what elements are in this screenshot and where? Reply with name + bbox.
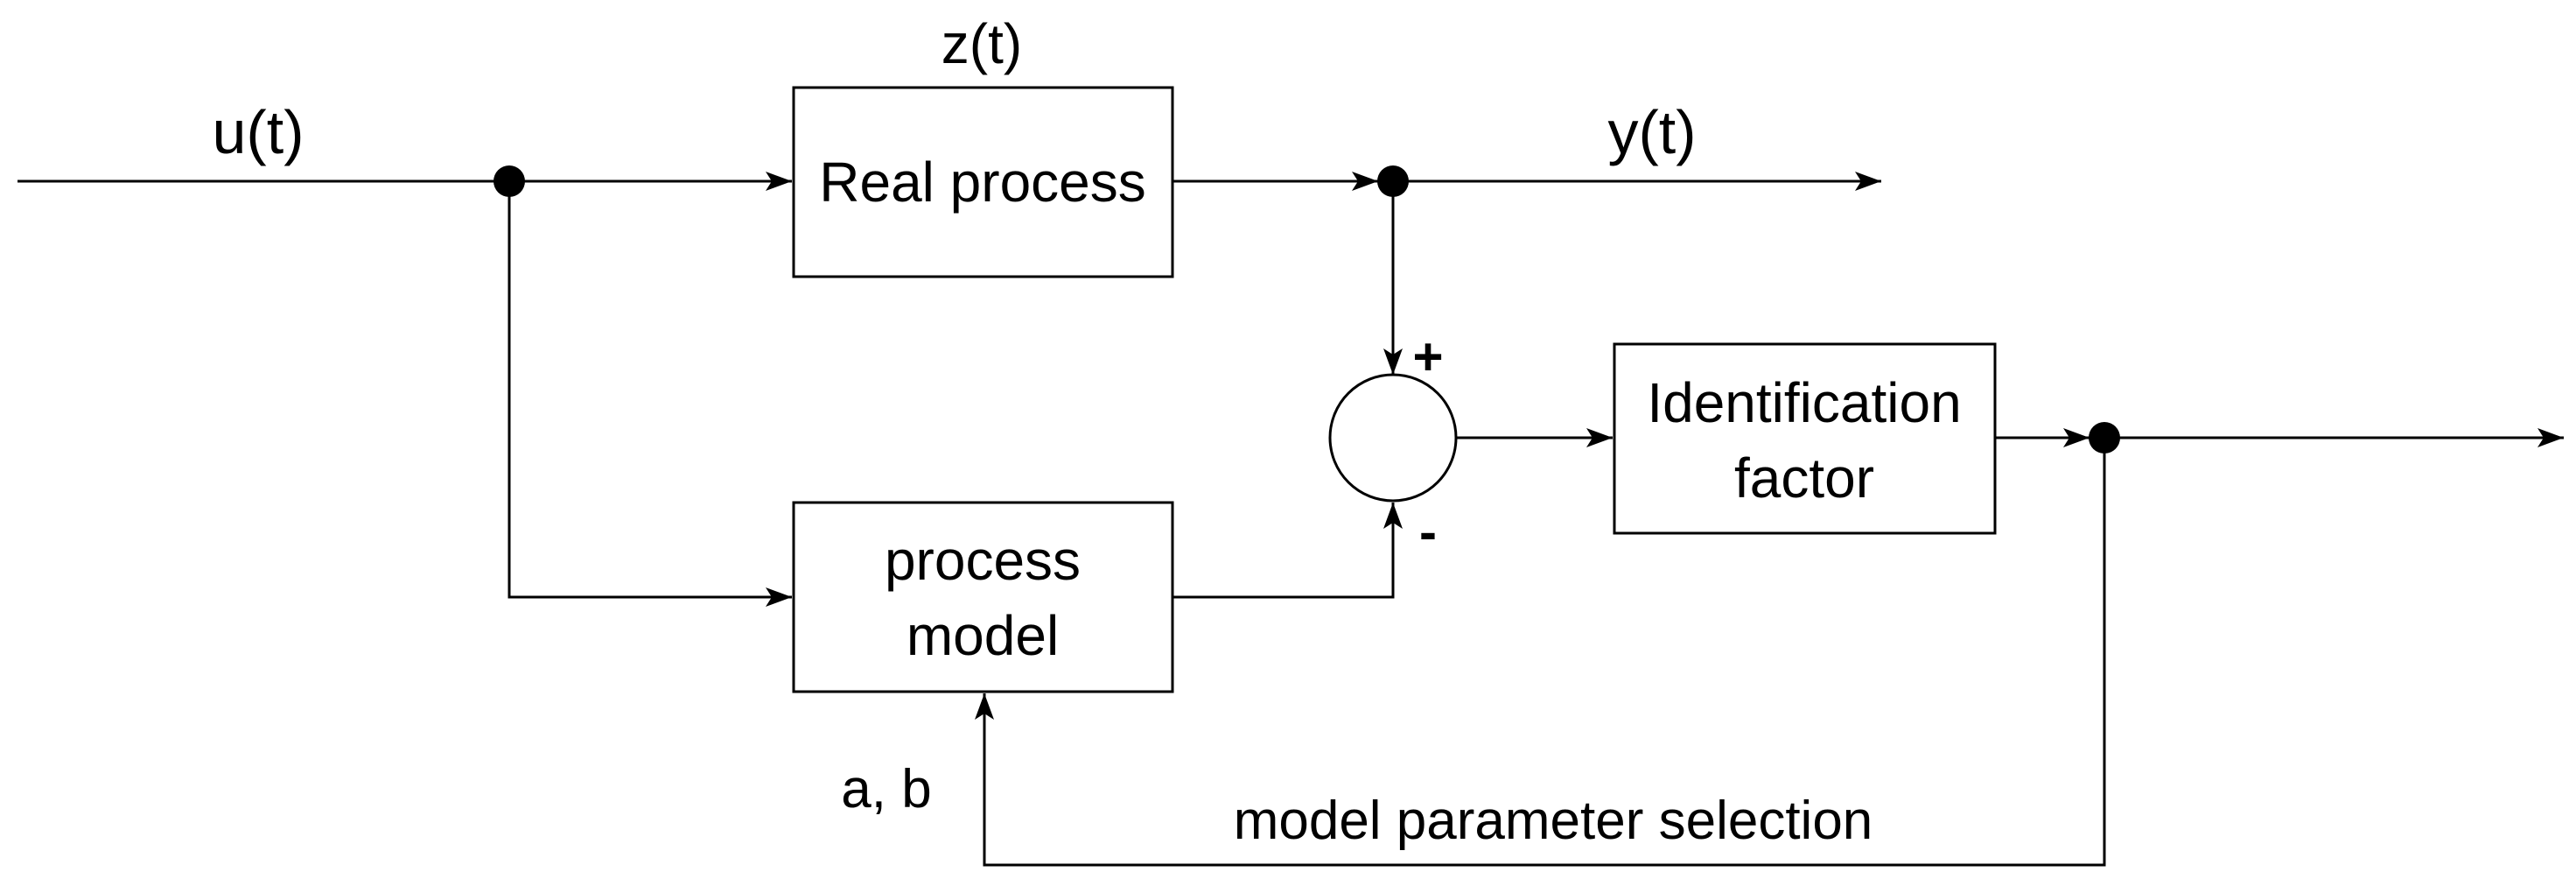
identification-factor-block: [1613, 342, 1997, 535]
output-signal-label: y(t): [1607, 98, 1696, 166]
process-model-label-line1: process: [885, 529, 1081, 592]
identification-factor-label-line1: Identification: [1647, 371, 1961, 434]
process-model-label-line2: model: [906, 604, 1059, 667]
feedback-path-arrow: [975, 438, 2106, 867]
model-to-summer-arrow: [1172, 503, 1403, 599]
real-process-label: Real process: [819, 151, 1146, 214]
summing-junction: [1328, 373, 1458, 503]
summer-plus-sign: +: [1412, 327, 1443, 386]
summer-minus-sign: -: [1419, 503, 1437, 561]
input-signal-label: u(t): [213, 98, 304, 166]
disturbance-label: z(t): [942, 12, 1022, 75]
real-process-block: [792, 86, 1174, 278]
process-model-block: [792, 501, 1174, 693]
input-to-process-model-arrow: [508, 181, 792, 607]
identification-factor-label-line2: factor: [1734, 447, 1874, 510]
parameters-label: a, b: [841, 759, 931, 819]
feedback-label: model parameter selection: [1234, 791, 1873, 851]
